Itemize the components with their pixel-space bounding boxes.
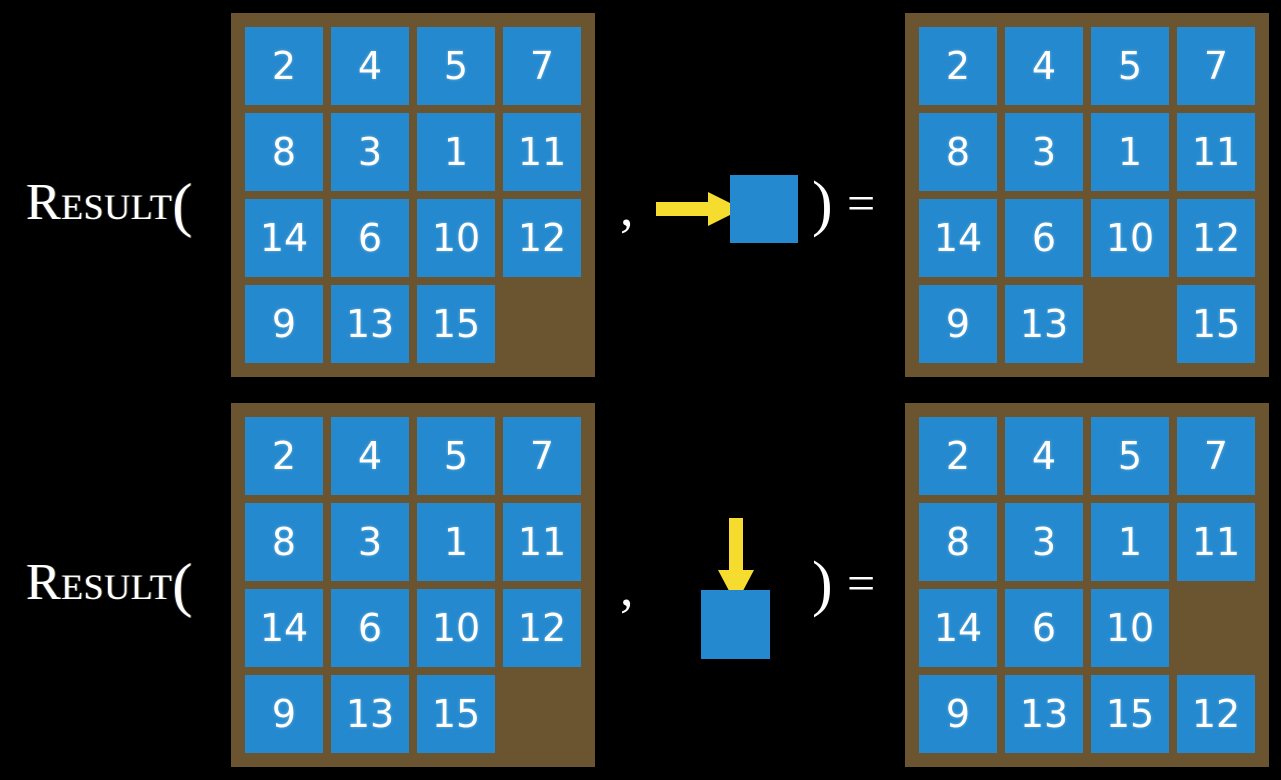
- tile[interactable]: 6: [1005, 589, 1083, 667]
- arrow-right-icon: [656, 192, 742, 226]
- tile[interactable]: 13: [331, 285, 409, 363]
- empty-slot[interactable]: [503, 675, 581, 753]
- tile[interactable]: 8: [245, 113, 323, 191]
- tile[interactable]: 15: [1177, 285, 1255, 363]
- close-paren-bottom: ): [812, 550, 833, 618]
- tile[interactable]: 8: [245, 503, 323, 581]
- tile[interactable]: 14: [919, 199, 997, 277]
- equation-right-move: Result( 2 4 5 7 8 3 1 11 14 6 10 12 9 13…: [26, 13, 1269, 377]
- tile[interactable]: 4: [1005, 27, 1083, 105]
- tile[interactable]: 15: [1091, 675, 1169, 753]
- tile[interactable]: 6: [331, 199, 409, 277]
- tile[interactable]: 1: [1091, 113, 1169, 191]
- result-word-top: Result: [26, 174, 173, 231]
- tile[interactable]: 12: [503, 199, 581, 277]
- empty-slot[interactable]: [1091, 285, 1169, 363]
- result-function-label-top: Result(: [26, 175, 193, 235]
- empty-slot[interactable]: [503, 285, 581, 363]
- tile[interactable]: 4: [1005, 417, 1083, 495]
- tile[interactable]: 1: [417, 113, 495, 191]
- tile[interactable]: 2: [245, 27, 323, 105]
- tile[interactable]: 9: [245, 285, 323, 363]
- tile[interactable]: 3: [1005, 503, 1083, 581]
- tile[interactable]: 9: [919, 285, 997, 363]
- tile[interactable]: 9: [245, 675, 323, 753]
- tile[interactable]: 10: [1091, 199, 1169, 277]
- tile[interactable]: 3: [331, 113, 409, 191]
- tile[interactable]: 7: [503, 27, 581, 105]
- tile[interactable]: 8: [919, 113, 997, 191]
- tile[interactable]: 11: [503, 503, 581, 581]
- result-function-label-bottom: Result(: [26, 555, 193, 615]
- argument-separator-comma-top: ,: [620, 177, 634, 237]
- tile[interactable]: 11: [503, 113, 581, 191]
- tile[interactable]: 5: [417, 417, 495, 495]
- tile[interactable]: 10: [1091, 589, 1169, 667]
- tile[interactable]: 10: [417, 589, 495, 667]
- output-board-top: 2 4 5 7 8 3 1 11 14 6 10 12 9 13 15: [905, 13, 1269, 377]
- empty-slot[interactable]: [1177, 589, 1255, 667]
- equals-sign-top: =: [847, 175, 876, 231]
- tile[interactable]: 12: [1177, 199, 1255, 277]
- tile[interactable]: 14: [919, 589, 997, 667]
- tile[interactable]: 11: [1177, 503, 1255, 581]
- result-word-bottom: Result: [26, 554, 173, 611]
- tile[interactable]: 5: [417, 27, 495, 105]
- output-board-bottom: 2 4 5 7 8 3 1 11 14 6 10 9 13 15 12: [905, 403, 1269, 767]
- arrow-down-icon: [718, 518, 754, 604]
- tile[interactable]: 15: [417, 285, 495, 363]
- equals-sign-bottom: =: [847, 555, 876, 611]
- tile[interactable]: 2: [245, 417, 323, 495]
- tile[interactable]: 5: [1091, 417, 1169, 495]
- tile[interactable]: 12: [503, 589, 581, 667]
- tile[interactable]: 1: [1091, 503, 1169, 581]
- tile[interactable]: 15: [417, 675, 495, 753]
- tile[interactable]: 14: [245, 589, 323, 667]
- tile[interactable]: 6: [1005, 199, 1083, 277]
- input-board-top: 2 4 5 7 8 3 1 11 14 6 10 12 9 13 15: [231, 13, 595, 377]
- tile[interactable]: 2: [919, 417, 997, 495]
- open-paren-bottom: (: [172, 552, 193, 618]
- moving-tile-bottom[interactable]: [701, 590, 770, 659]
- tile[interactable]: 4: [331, 27, 409, 105]
- moving-tile-top[interactable]: [730, 175, 798, 243]
- argument-separator-comma-bottom: ,: [620, 557, 634, 617]
- open-paren-top: (: [172, 172, 193, 238]
- tile[interactable]: 8: [919, 503, 997, 581]
- tile[interactable]: 14: [245, 199, 323, 277]
- tile[interactable]: 13: [1005, 285, 1083, 363]
- equation-down-move: Result( 2 4 5 7 8 3 1 11 14 6 10 12 9 13…: [0, 390, 1281, 780]
- tile[interactable]: 3: [1005, 113, 1083, 191]
- tile[interactable]: 9: [919, 675, 997, 753]
- tile[interactable]: 11: [1177, 113, 1255, 191]
- tile[interactable]: 4: [331, 417, 409, 495]
- tile[interactable]: 7: [1177, 417, 1255, 495]
- input-board-bottom: 2 4 5 7 8 3 1 11 14 6 10 12 9 13 15: [231, 403, 595, 767]
- tile[interactable]: 7: [503, 417, 581, 495]
- tile[interactable]: 3: [331, 503, 409, 581]
- tile[interactable]: 12: [1177, 675, 1255, 753]
- tile[interactable]: 10: [417, 199, 495, 277]
- tile[interactable]: 5: [1091, 27, 1169, 105]
- tile[interactable]: 6: [331, 589, 409, 667]
- close-paren-top: ): [812, 170, 833, 238]
- tile[interactable]: 7: [1177, 27, 1255, 105]
- tile[interactable]: 13: [1005, 675, 1083, 753]
- tile[interactable]: 13: [331, 675, 409, 753]
- tile[interactable]: 2: [919, 27, 997, 105]
- tile[interactable]: 1: [417, 503, 495, 581]
